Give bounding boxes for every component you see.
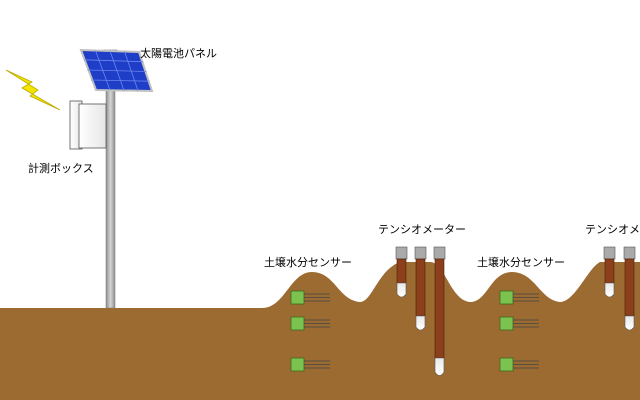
soil-sensor-1c	[290, 357, 330, 372]
soil-sensor-2c	[499, 357, 539, 372]
lightning-bolt-icon	[5, 69, 61, 111]
tensiometer-1-long	[433, 246, 446, 376]
tensiometer-1-short	[395, 246, 408, 298]
soil-sensor-1b	[290, 316, 330, 331]
tensiometer-label-1: テンシオメーター	[378, 223, 466, 236]
soil-sensor-1a	[290, 290, 330, 305]
soil-sensor-label-2: 土壌水分センサー	[477, 256, 565, 269]
solar-panel-icon	[79, 48, 154, 93]
soil-sensor-label-1: 土壌水分センサー	[264, 256, 352, 269]
soil-sensor-2a	[499, 290, 539, 305]
tensiometer-2-short	[603, 246, 616, 298]
support-pole	[105, 69, 116, 309]
solar-panel-label: 太陽電池パネル	[140, 47, 217, 60]
soil-ground	[0, 262, 640, 400]
soil-sensor-2b	[499, 316, 539, 331]
tensiometer-1-medium	[414, 246, 427, 331]
tensiometer-label-2: テンシオメ	[585, 223, 640, 236]
measurement-box-label: 計測ボックス	[28, 161, 94, 175]
tensiometer-2-medium	[623, 246, 636, 331]
measurement-box	[69, 100, 107, 150]
